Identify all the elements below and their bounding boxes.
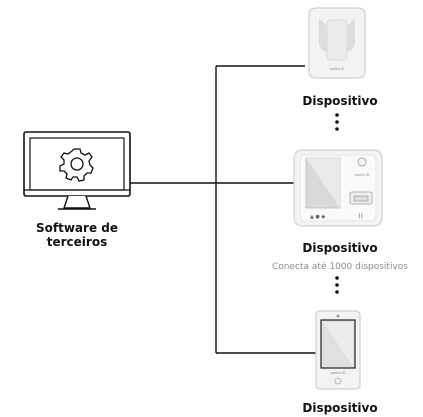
third-party-software-node xyxy=(22,130,134,218)
monitor-gear-icon xyxy=(23,131,131,210)
device-top-brand: control iD xyxy=(330,67,345,71)
access-terminal-icon: control iD ▲ ● ◆ )) xyxy=(293,149,383,227)
device-bottom-label: Dispositivo xyxy=(302,401,378,415)
device-bottom: control iD xyxy=(315,310,361,390)
vertical-ellipsis-icon xyxy=(333,275,341,295)
device-middle-brand: control iD xyxy=(355,173,370,177)
software-label-line2: terceiros xyxy=(46,235,108,249)
vertical-ellipsis-icon xyxy=(333,112,341,132)
software-label-line1: Software de xyxy=(36,221,118,235)
touch-panel-icon: control iD xyxy=(315,310,361,390)
svg-text:)): )) xyxy=(358,213,363,220)
svg-text:▲ ● ◆: ▲ ● ◆ xyxy=(310,214,325,220)
device-top-label: Dispositivo xyxy=(302,94,378,108)
software-label: Software de terceiros xyxy=(20,221,134,249)
device-middle-label: Dispositivo xyxy=(302,241,378,255)
device-middle: control iD ▲ ● ◆ )) xyxy=(292,148,384,228)
device-bottom-brand: control iD xyxy=(331,371,346,375)
device-top: control iD xyxy=(305,6,369,80)
device-middle-caption: Conecta até 1000 dispositivos xyxy=(272,262,408,272)
access-reader-icon: control iD xyxy=(308,7,366,79)
